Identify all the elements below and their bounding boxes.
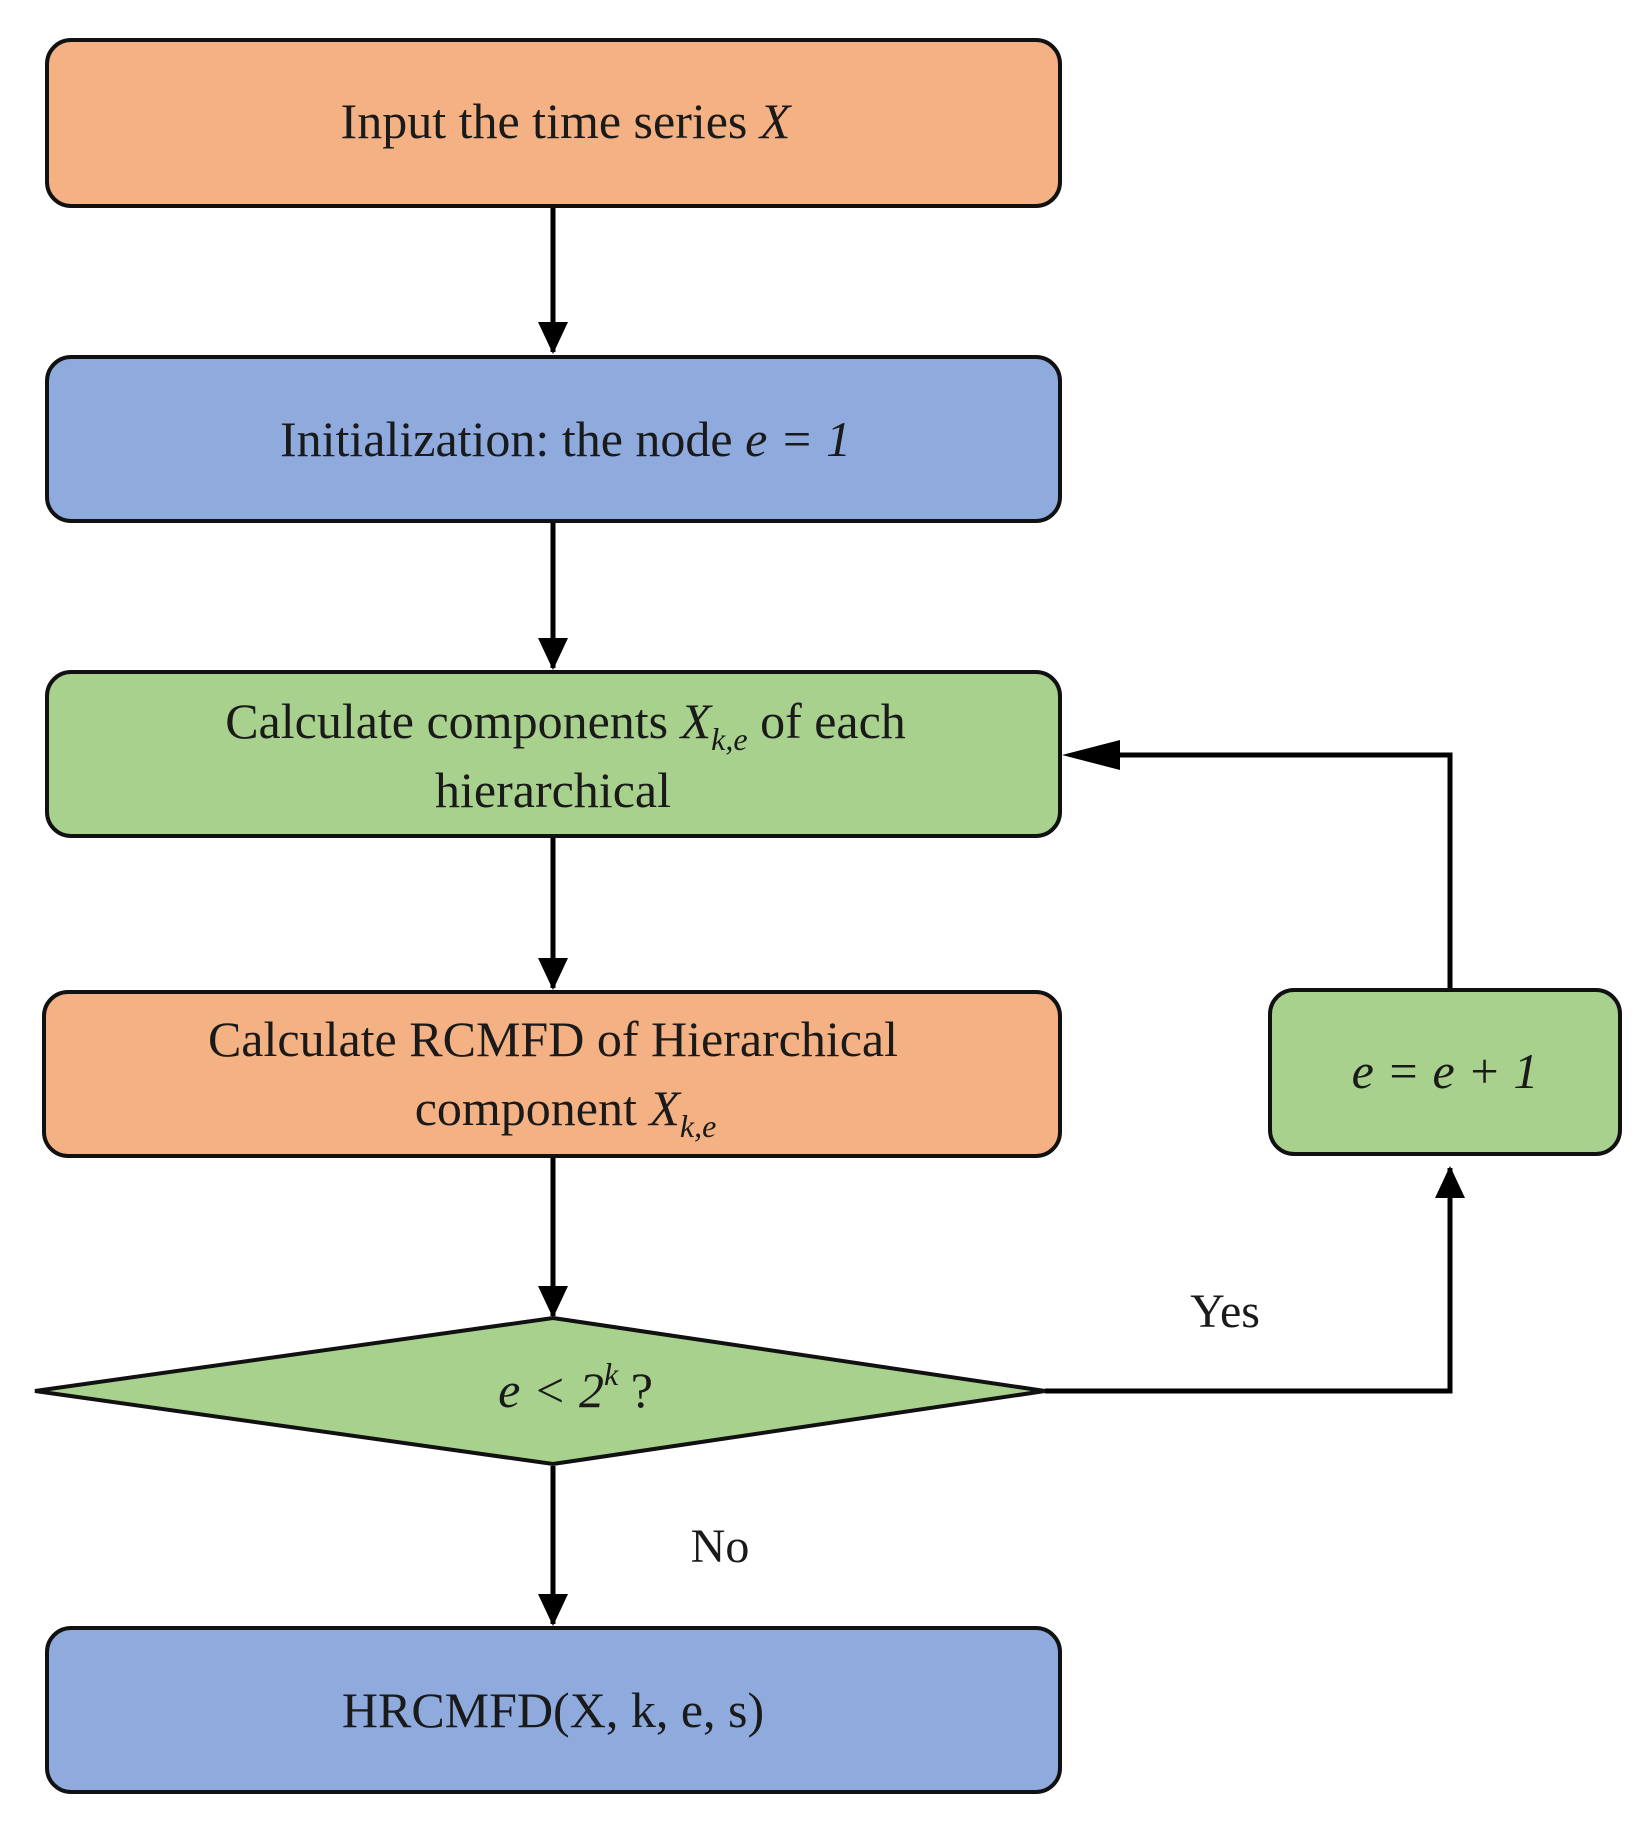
node-components-line1-sub: k,e	[711, 721, 747, 757]
node-output-label: HRCMFD(X, k, e, s)	[342, 1682, 764, 1738]
node-components-line2: hierarchical	[435, 762, 671, 818]
node-output: HRCMFD(X, k, e, s)	[45, 1626, 1062, 1794]
node-components-line1-text: Calculate components	[225, 693, 680, 749]
node-components-line1: Calculate components Xk,e of each	[138, 693, 969, 757]
node-rcmfd-line2-sub: k,e	[680, 1108, 716, 1144]
node-rcmfd-line2-text: component	[415, 1080, 650, 1136]
node-rcmfd-line2-math: X	[647, 1080, 682, 1136]
arrowhead-decision-to-output	[538, 1594, 568, 1626]
node-decision-label: e < 2k ?	[411, 1356, 716, 1418]
node-input-math: X	[758, 93, 793, 149]
node-components-box	[45, 670, 1062, 838]
node-init-math: e = 1	[745, 411, 851, 467]
node-input: Input the time series X	[45, 38, 1062, 208]
node-input-text: Input the time series	[341, 93, 760, 149]
node-decision: e < 2k ?	[34, 1315, 1046, 1467]
node-components-line1-tail: of each	[748, 693, 906, 749]
edge-label-no: No	[691, 1520, 750, 1573]
node-init: Initialization: the node e = 1	[45, 355, 1062, 523]
node-rcmfd-line2: component Xk,e	[327, 1080, 779, 1148]
node-rcmfd-box	[42, 990, 1062, 1158]
node-decision-sup: k	[604, 1356, 619, 1392]
node-init-label: Initialization: the node e = 1	[192, 411, 913, 467]
arrowhead-decision-yes-to-increment	[1435, 1166, 1465, 1198]
node-input-label: Input the time series X	[253, 93, 853, 149]
arrowhead-increment-to-components	[1062, 740, 1120, 770]
node-increment-label: e = e + 1	[1352, 1043, 1539, 1099]
node-init-text: Initialization: the node	[280, 411, 745, 467]
node-increment-box	[1268, 988, 1622, 1156]
arrow-decision-yes-to-increment	[1045, 1168, 1453, 1394]
node-output-box	[45, 1626, 1062, 1794]
node-decision-diamond	[34, 1315, 1046, 1467]
node-rcmfd: Calculate RCMFD of Hierarchical componen…	[42, 990, 1062, 1158]
arrowhead-components-to-rcmfd	[538, 958, 568, 990]
node-decision-tail: ?	[618, 1362, 653, 1418]
node-components-line1-math: X	[679, 693, 714, 749]
connectors	[538, 208, 1465, 1626]
node-rcmfd-line1: Calculate RCMFD of Hierarchical	[208, 1011, 898, 1067]
node-input-box	[45, 38, 1062, 208]
node-init-box	[45, 355, 1062, 523]
arrowhead-rcmfd-to-decision	[538, 1286, 568, 1318]
node-components: Calculate components Xk,e of each hierar…	[45, 670, 1062, 838]
arrowhead-input-to-init	[538, 322, 568, 354]
node-decision-math: e < 2	[498, 1362, 604, 1418]
arrow-increment-to-components	[1090, 752, 1453, 990]
node-increment: e = e + 1	[1268, 988, 1622, 1156]
edge-label-yes: Yes	[1190, 1285, 1260, 1338]
arrowhead-init-to-components	[538, 638, 568, 670]
